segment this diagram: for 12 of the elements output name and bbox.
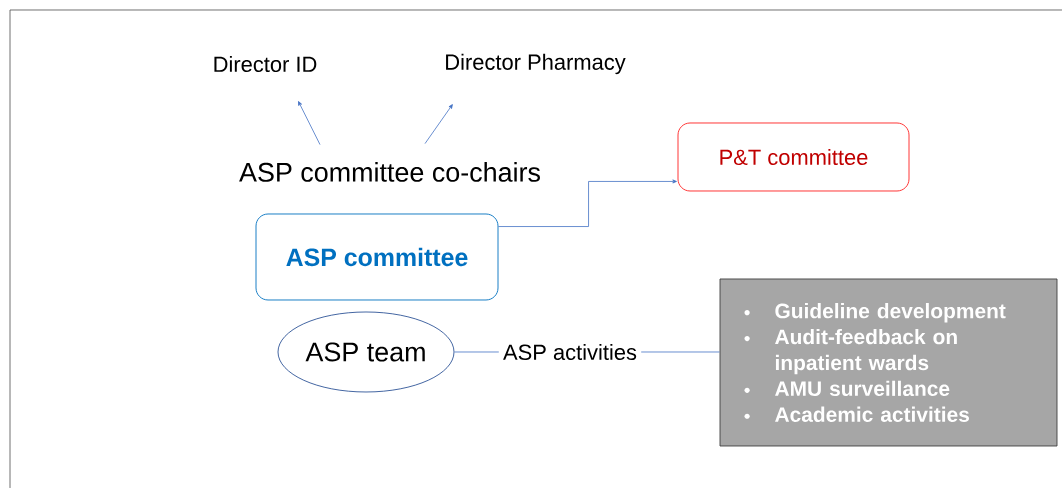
bare-text: ASP committee co-chairs <box>239 162 540 182</box>
process-box: P&T committee <box>677 122 910 192</box>
connector-line <box>454 351 500 353</box>
arrow <box>424 104 453 144</box>
arrow <box>498 179 677 227</box>
bare-text: Director ID <box>214 55 317 73</box>
arrow <box>298 101 321 145</box>
bare-text: ASP activities <box>499 339 641 365</box>
activity-list-box: Guideline development Audit-feedback on inpatient wards AMU surveillance Academic activities <box>719 278 1058 447</box>
connector-line <box>640 351 720 353</box>
bare-text: Director Pharmacy <box>446 53 626 75</box>
process-box: ASP committee <box>255 213 499 301</box>
